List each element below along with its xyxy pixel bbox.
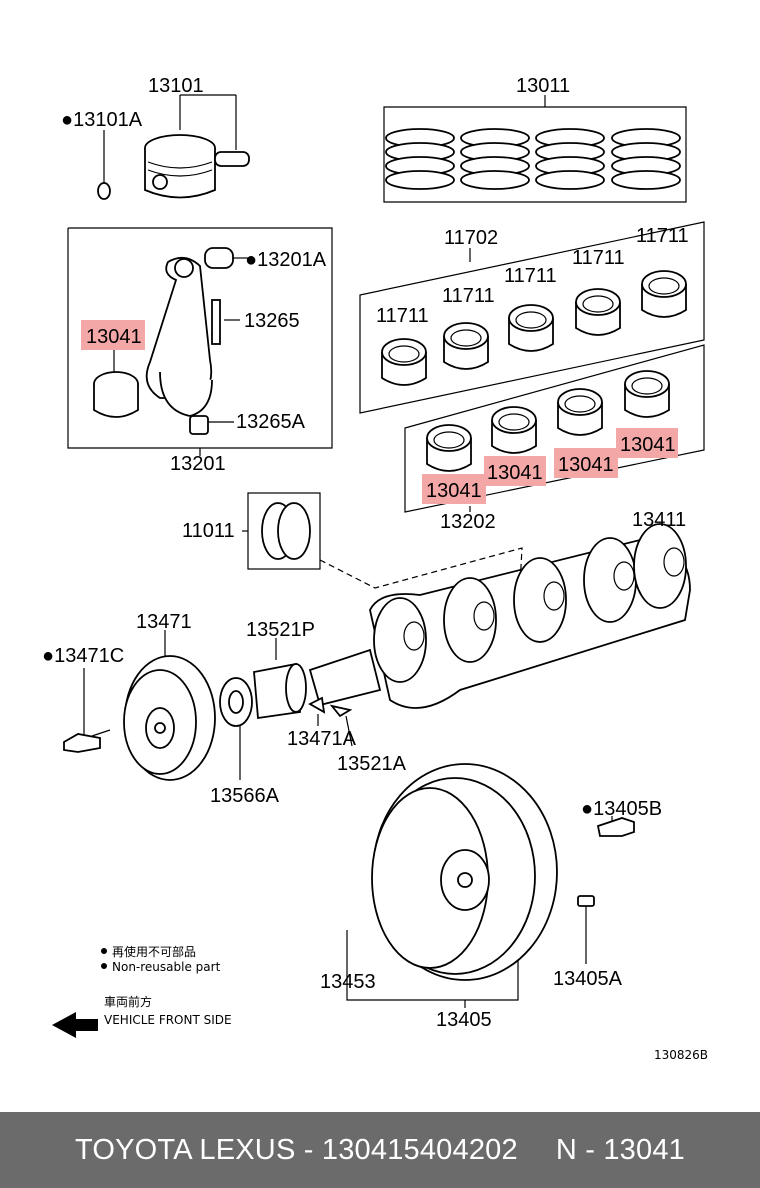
piston-ring: [460, 170, 530, 190]
label-11711-e: 11711: [636, 225, 689, 247]
label-13265A: 13265A: [236, 411, 306, 433]
label-13471: 13471: [136, 611, 192, 633]
crank-web: [373, 597, 427, 683]
label-13566A: 13566A: [210, 785, 280, 807]
legend-front-en: VEHICLE FRONT SIDE: [104, 1013, 232, 1027]
label-13453: 13453: [320, 971, 376, 993]
crank-journal: [663, 547, 685, 577]
label-13201: 13201: [170, 453, 226, 475]
part-info-footer: TOYOTA LEXUS - 130415404202 N - 13041: [0, 1112, 760, 1188]
main-bearing-set: [359, 221, 705, 513]
thrust-washer-set: [242, 492, 523, 589]
crank-pulley: [63, 630, 216, 781]
crankshaft: [308, 523, 691, 709]
oil-pump-drive-gear: [219, 638, 353, 780]
footer-part-number: 130415404202: [321, 1133, 518, 1166]
bearing-shell: [508, 304, 554, 352]
label-13101: 13101: [148, 75, 204, 97]
label-13471C: ●13471C: [42, 645, 124, 667]
label-13041-rod-bearing: 13041: [86, 326, 142, 348]
label-13041-e: 13041: [620, 434, 676, 456]
footer-separator: -: [295, 1133, 322, 1166]
bearing-shell: [443, 322, 489, 370]
crank-journal: [473, 601, 495, 631]
legend-non-reusable-en: Non-reusable part: [112, 960, 221, 974]
legend-non-reusable-jp: 再使用不可部品: [112, 944, 196, 959]
label-13265: 13265: [244, 310, 300, 332]
bearing-shell: [381, 338, 427, 386]
highlight-boxes: [81, 320, 678, 504]
label-11711-a: 11711: [376, 305, 429, 327]
label-11711-b: 11711: [442, 285, 495, 307]
bearing-shell: [426, 424, 472, 472]
crank-web: [513, 557, 567, 643]
diagram-code: 130826B: [654, 1048, 708, 1062]
label-13521A: 13521A: [337, 753, 407, 775]
crank-web: [443, 577, 497, 663]
crank-web: [583, 537, 637, 623]
piston-ring-set: [383, 95, 687, 203]
label-13521P: 13521P: [246, 619, 315, 641]
bearing-shell: [557, 388, 603, 436]
connecting-rod-assembly: [67, 227, 333, 456]
arrow-left-icon: [52, 1012, 98, 1038]
label-13405: 13405: [436, 1009, 492, 1031]
label-13202: 13202: [440, 511, 496, 533]
flywheel: [346, 763, 635, 1008]
crank-journal: [403, 621, 425, 651]
label-13405B: ●13405B: [581, 798, 662, 820]
piston-ring: [535, 170, 605, 190]
bearing-shell: [641, 270, 687, 318]
non-reusable-bullet-icon: [101, 963, 107, 969]
label-13041-d: 13041: [558, 454, 614, 476]
label-13201A: ●13201A: [245, 249, 327, 271]
footer-brand: TOYOTA LEXUS: [74, 1133, 296, 1166]
label-13041-b: 13041: [426, 480, 482, 502]
label-11702: 11702: [444, 227, 498, 249]
crank-web: [633, 523, 687, 609]
footer-ref: N - 13041: [555, 1133, 685, 1166]
label-13405A: 13405A: [553, 968, 623, 990]
bearing-shell: [491, 406, 537, 454]
legend: [52, 948, 107, 1038]
label-11011: 11011: [182, 520, 235, 542]
crank-journal: [543, 581, 565, 611]
piston-ring: [611, 170, 681, 190]
bearing-shell: [575, 288, 621, 336]
label-11711-d: 11711: [572, 247, 625, 269]
label-13411: 13411: [632, 509, 686, 531]
label-13011: 13011: [516, 75, 570, 97]
label-13471A: 13471A: [287, 728, 357, 750]
label-13101A: ●13101A: [61, 109, 143, 131]
legend-front-jp: 車両前方: [104, 994, 152, 1009]
piston-illustration: [97, 94, 250, 200]
label-13041-c: 13041: [487, 462, 543, 484]
parts-diagram: 13101 ●13101A 13011 11702 11711 11711 11…: [42, 75, 708, 1062]
piston-ring: [385, 170, 455, 190]
non-reusable-bullet-icon: [101, 948, 107, 954]
bearing-shell: [624, 370, 670, 418]
label-11711-c: 11711: [504, 265, 557, 287]
